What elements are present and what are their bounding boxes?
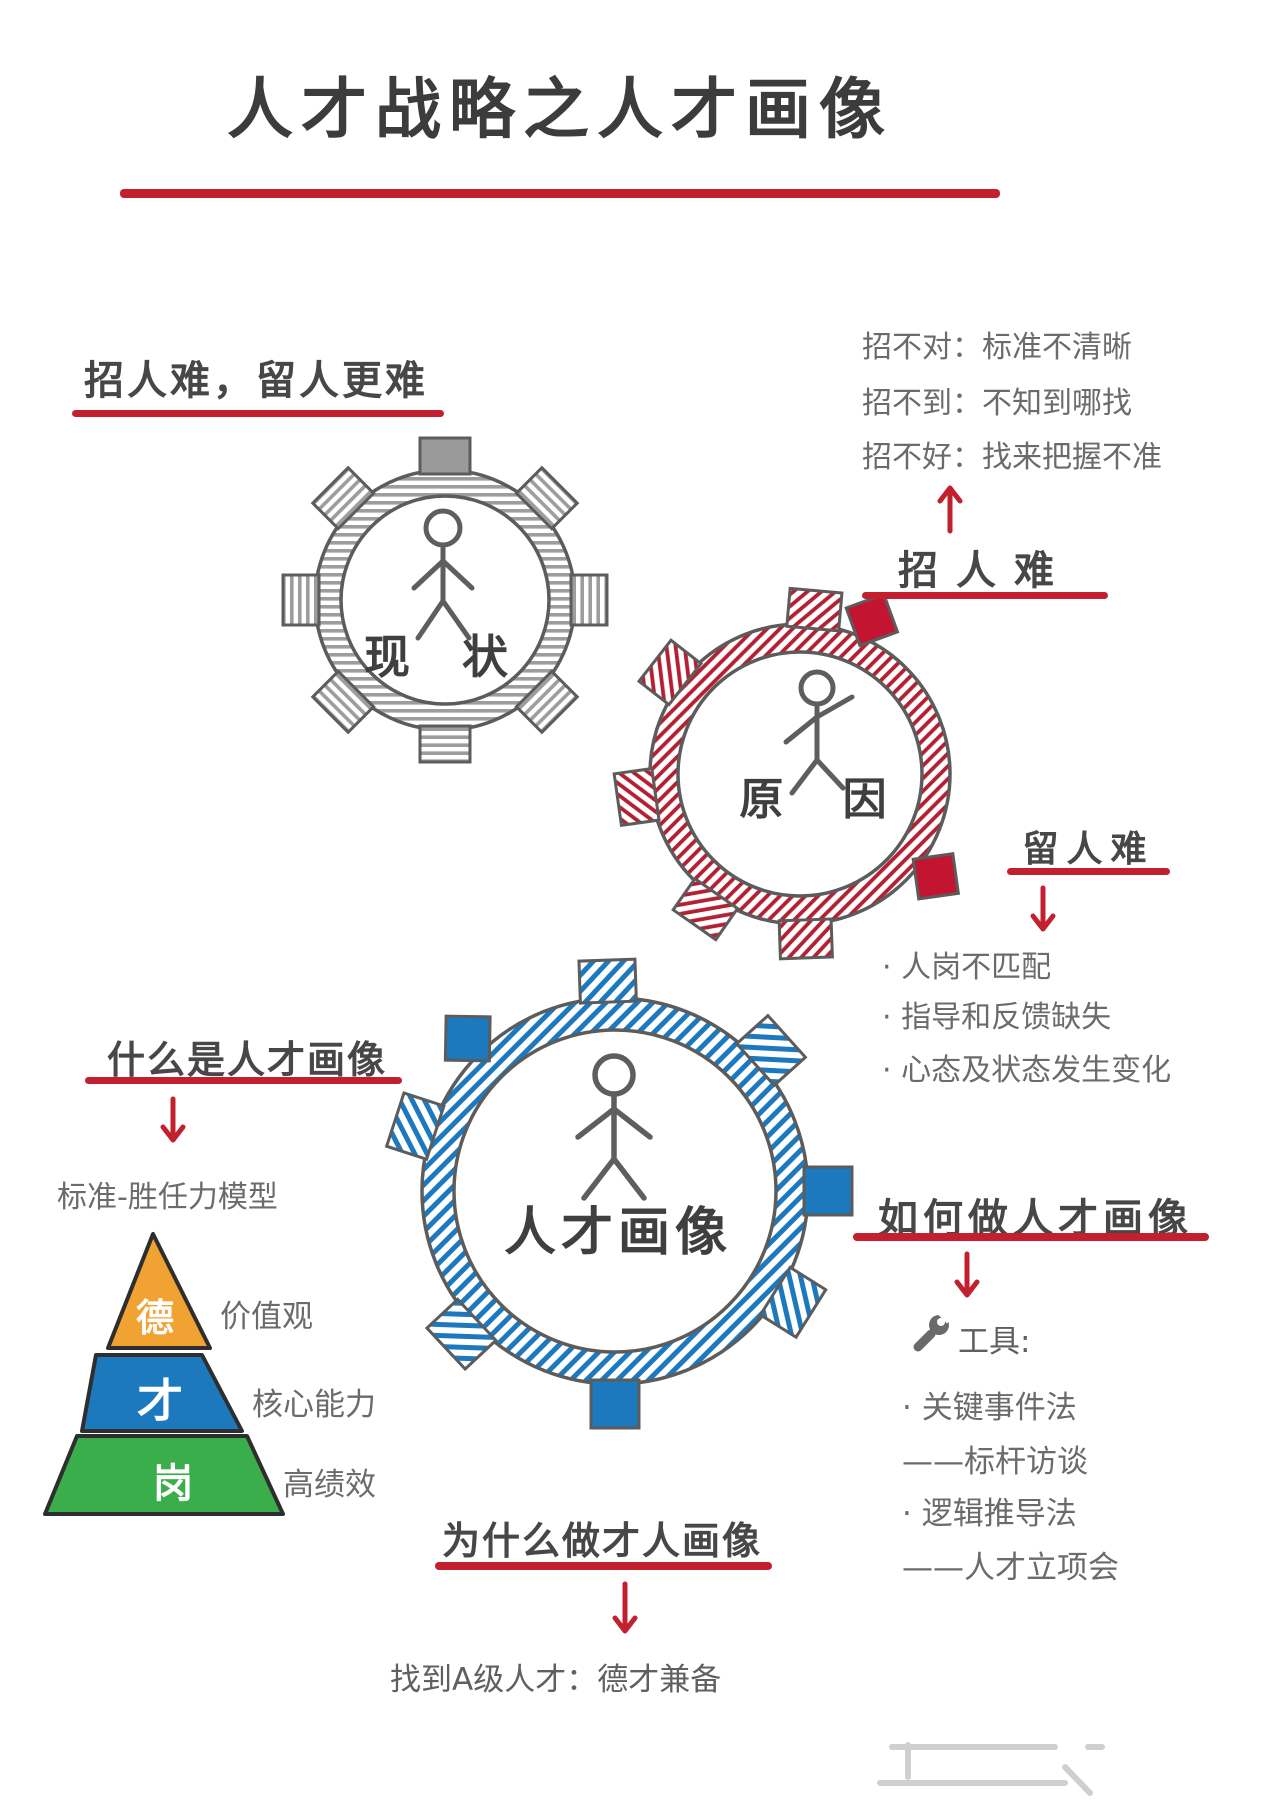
gear-cause-diamond [911, 852, 961, 901]
tool-line: ——人才立项会 [902, 1550, 1119, 1586]
pyramid-tier-middle [80, 1353, 244, 1433]
gear-cause-label: 原 因 [739, 774, 908, 825]
current-underline [72, 410, 444, 417]
problem-line: · 人岗不匹配 [882, 950, 1052, 985]
what-underline [85, 1077, 402, 1084]
recruit-underline [862, 592, 1108, 599]
retain-underline [1007, 868, 1170, 875]
gear-portrait-label: 人才画像 [504, 1203, 732, 1263]
recruit-label: 招人难 [898, 548, 1072, 594]
tool-line: · 关键事件法 [902, 1390, 1077, 1426]
title-underline [120, 189, 1000, 198]
stick-figure-icon [575, 1053, 653, 1201]
why-heading: 为什么做才人画像 [442, 1519, 763, 1563]
gear-portrait-diamond [443, 1014, 492, 1063]
pyramid-label-values: 价值观 [220, 1299, 313, 1335]
current-heading: 招人难，留人更难 [84, 358, 428, 404]
model-label: 标准-胜任力模型 [57, 1180, 278, 1215]
pyramid-tier-middle-text: 才 [137, 1374, 183, 1428]
problem-line: 招不对：标准不清晰 [862, 330, 1132, 365]
gear-cause-diamond [844, 592, 900, 648]
stick-figure-icon [411, 508, 475, 641]
pyramid-tier-top-text: 德 [136, 1296, 174, 1340]
pyramid-tier-bottom [43, 1434, 285, 1516]
why-underline [435, 1562, 772, 1570]
gear-portrait: 人才画像 [384, 957, 854, 1430]
tool-line: ——标杆访谈 [902, 1444, 1088, 1480]
how-underline [853, 1233, 1209, 1241]
arrow-down-icon [160, 1096, 186, 1143]
pyramid-label-competence: 核心能力 [252, 1387, 376, 1423]
arrow-down-icon [612, 1581, 638, 1634]
pyramid-tier-top [106, 1232, 212, 1350]
arrow-down-icon [954, 1251, 980, 1298]
pyramid-label-performance: 高绩效 [283, 1467, 376, 1503]
page-title: 人才战略之人才画像 [227, 71, 893, 148]
arrow-up-icon [937, 485, 963, 534]
why-answer: 找到A级人才：德才兼备 [390, 1662, 722, 1698]
pyramid-tier-bottom-text: 岗 [153, 1461, 193, 1507]
problem-line: 招不好：找来把握不准 [862, 440, 1162, 475]
problem-line: · 指导和反馈缺失 [882, 1000, 1112, 1035]
stick-figure-icon [783, 669, 855, 796]
gear-cause: 原 因 [612, 586, 961, 961]
problem-line: · 心态及状态发生变化 [882, 1053, 1172, 1088]
gear-current-label: 现 状 [364, 630, 526, 684]
wrench-icon [913, 1306, 956, 1352]
arrow-down-icon [1030, 885, 1056, 932]
gear-portrait-square [802, 1165, 854, 1217]
tools-label: 工具: [958, 1324, 1031, 1360]
what-heading: 什么是人才画像 [107, 1038, 388, 1082]
tool-line: · 逻辑推导法 [902, 1496, 1077, 1532]
problem-line: 招不到：不知到哪找 [862, 386, 1132, 421]
gear-current: 现 状 [281, 436, 609, 764]
gear-portrait-square [589, 1378, 641, 1430]
competency-pyramid: 德 才 岗 [43, 1232, 285, 1516]
watermark [877, 1742, 1105, 1796]
retain-label: 留人难 [1022, 829, 1155, 870]
